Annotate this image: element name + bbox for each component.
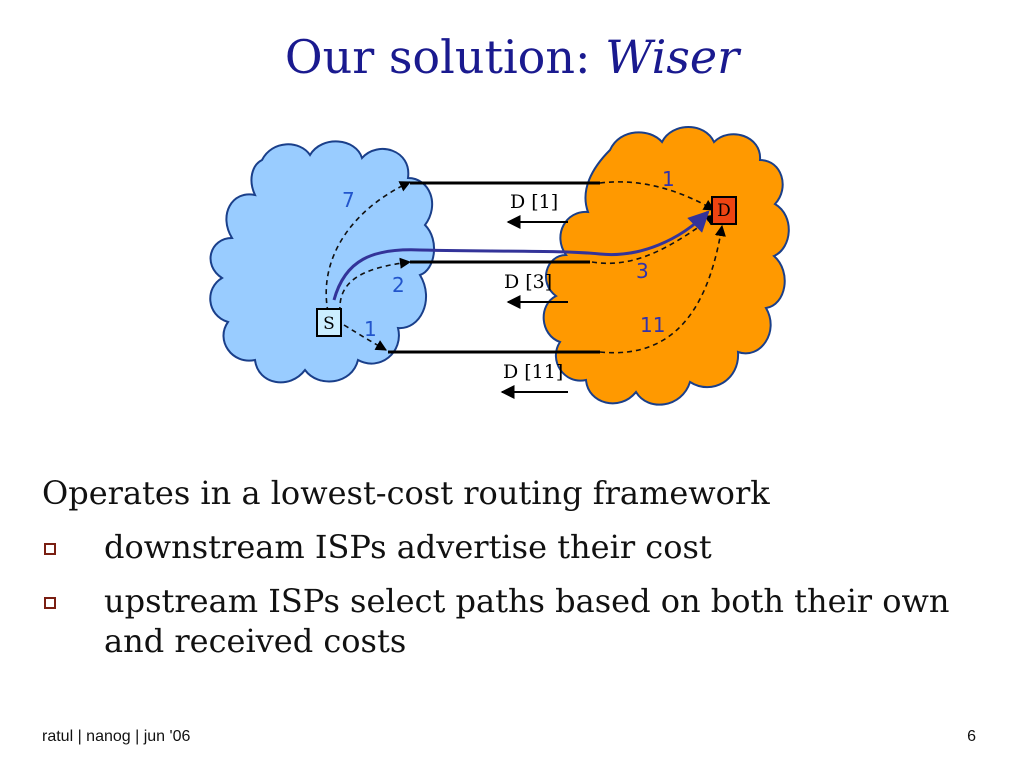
title-emphasis: Wiser [605,30,740,84]
upstream-cost-2: 2 [392,273,405,297]
advertisement-d1: D [1] [510,191,558,213]
downstream-cost-1: 1 [662,167,675,191]
slide-title: Our solution: Wiser [0,30,1024,84]
source-node [316,308,342,337]
upstream-isp-cloud [209,140,436,384]
upstream-path-1 [343,324,387,351]
downstream-path-1 [599,181,715,211]
square-bullet-icon [44,543,56,555]
downstream-cost-11: 11 [640,313,665,337]
downstream-cost-3: 3 [636,259,649,283]
upstream-cost-1: 1 [364,317,377,341]
upstream-path-7 [325,181,412,313]
downstream-path-11 [599,224,726,354]
destination-node [711,196,737,225]
upstream-cost-7: 7 [342,188,355,212]
bullet-item: downstream ISPs advertise their cost [42,527,992,567]
footer-credit: ratul | nanog | jun '06 [42,728,191,745]
square-bullet-icon [44,597,56,609]
page-number: 6 [967,728,976,745]
source-node-label: S [323,314,335,334]
bullet-item: upstream ISPs select paths based on both… [42,581,992,661]
advertisement-d3: D [3] [504,271,552,293]
advertisement-d11: D [11] [503,361,563,383]
destination-node-label: D [717,201,731,221]
network-diagram: S D 7 2 1 1 3 11 D [1] D [3] D [11] [209,126,790,406]
selected-path [332,210,710,301]
bullet-text: downstream ISPs advertise their cost [104,528,712,566]
title-text: Our solution: [284,30,606,84]
upstream-path-2 [339,257,412,313]
slide-body: Operates in a lowest-cost routing framew… [42,473,992,675]
lead-text: Operates in a lowest-cost routing framew… [42,474,770,512]
bullet-text: upstream ISPs select paths based on both… [104,582,950,660]
